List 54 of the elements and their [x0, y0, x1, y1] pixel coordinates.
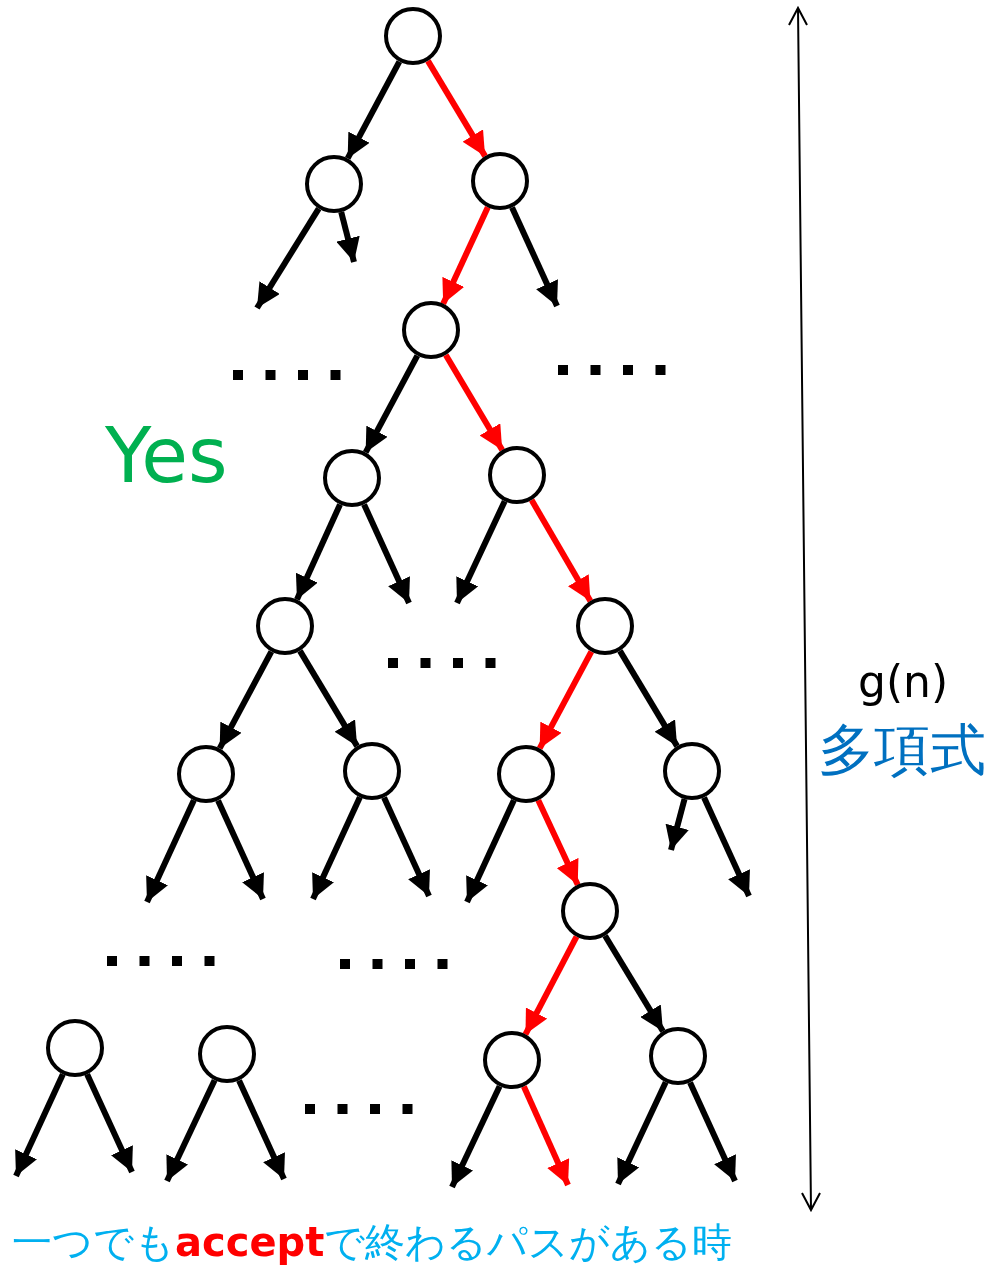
arrow	[665, 798, 689, 851]
arrow	[522, 935, 580, 1036]
arrow	[454, 500, 508, 605]
arrow	[615, 1081, 669, 1186]
function-label: g(n)	[858, 660, 949, 704]
arrow	[537, 650, 594, 750]
arrow	[164, 1078, 218, 1183]
arrow	[254, 207, 322, 310]
tree-node-circle	[488, 446, 546, 504]
arrow	[236, 1079, 287, 1181]
arrow	[217, 650, 274, 750]
tree-node-circle	[343, 742, 401, 800]
arrow	[363, 354, 420, 454]
arrow	[443, 353, 505, 452]
tree-node-circle	[384, 7, 442, 65]
arrow	[336, 211, 360, 263]
tree-node-circle	[305, 155, 363, 213]
arrow	[361, 503, 412, 605]
tree-node-circle	[323, 449, 381, 507]
arrow	[215, 799, 266, 901]
arrow	[509, 206, 560, 308]
arrow	[521, 1085, 571, 1187]
arrow	[381, 796, 432, 898]
tree-node-circle	[402, 301, 460, 359]
arrow	[13, 1073, 66, 1178]
arrow	[144, 799, 197, 904]
arrow	[345, 60, 402, 160]
arrow	[440, 206, 491, 305]
tree-node-circle	[497, 745, 555, 803]
arrow	[617, 649, 680, 748]
tree-node-circle	[177, 745, 235, 803]
tree-node-circle	[256, 597, 314, 655]
tree-node-circle	[561, 882, 619, 940]
arrow	[701, 796, 752, 898]
answer-label: Yes	[105, 418, 228, 494]
arrow	[84, 1073, 135, 1174]
tree-node-circle	[471, 152, 529, 210]
arrow	[529, 498, 593, 603]
arrow	[310, 796, 363, 901]
arrow	[294, 503, 343, 601]
bound-label: 多項式	[818, 722, 986, 778]
tree-node-circle	[46, 1019, 104, 1077]
tree-node-circle	[649, 1027, 707, 1085]
tree-node-circle	[663, 742, 721, 800]
tree-node-circle	[576, 597, 634, 655]
arrow	[687, 1081, 738, 1183]
arrow	[425, 59, 488, 158]
arrow	[464, 799, 517, 904]
arrow	[535, 799, 581, 886]
arrow	[449, 1084, 503, 1189]
tree-node-circle	[198, 1025, 256, 1083]
arrow	[297, 649, 360, 748]
tree-node-circle	[483, 1031, 541, 1089]
arrow	[602, 934, 666, 1033]
